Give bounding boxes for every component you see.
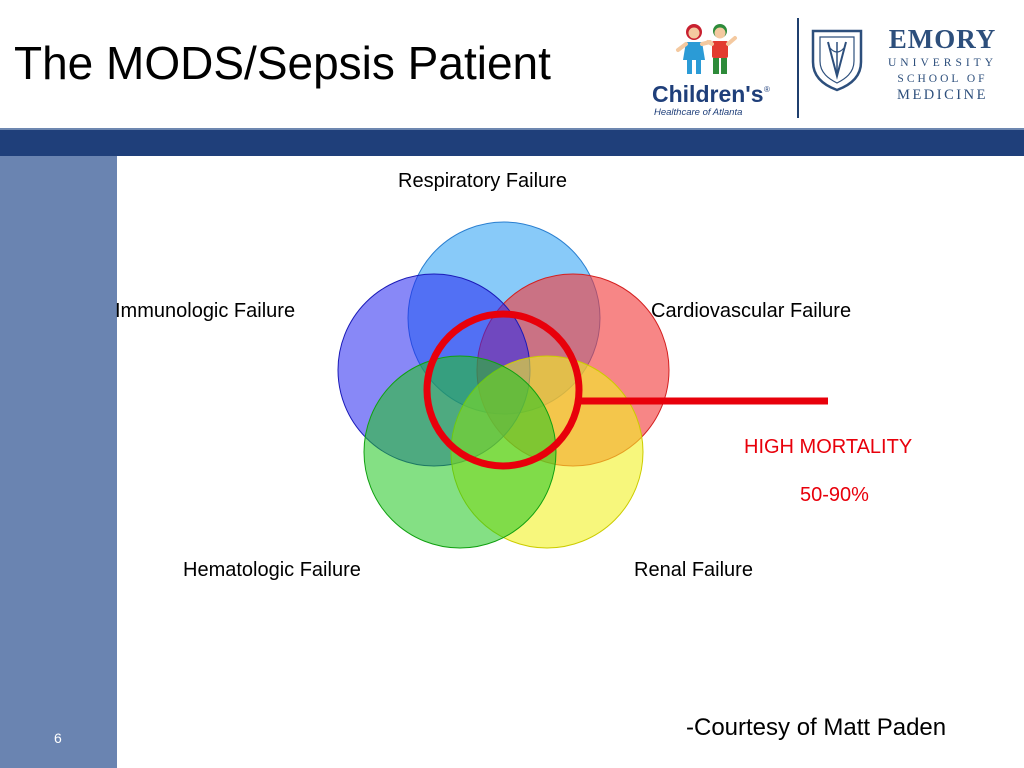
childrens-logo-name: Children's bbox=[652, 81, 764, 107]
courtesy-credit: -Courtesy of Matt Paden bbox=[686, 714, 947, 741]
mortality-range-label: 50-90% bbox=[800, 484, 869, 506]
registered-mark: ® bbox=[764, 85, 770, 94]
respiratory-failure-label: Respiratory Failure bbox=[398, 170, 567, 192]
high-mortality-highlight-ring bbox=[423, 310, 583, 470]
kids-figures-icon bbox=[676, 24, 737, 74]
emory-shield-icon bbox=[811, 29, 863, 92]
high-mortality-label: HIGH MORTALITY bbox=[744, 436, 913, 458]
childrens-logo-subtitle: Healthcare of Atlanta bbox=[654, 107, 742, 118]
header-band bbox=[0, 130, 1024, 156]
logo-divider bbox=[797, 18, 799, 118]
emory-logo: EMORY UNIVERSITY SCHOOL OF MEDICINE bbox=[880, 26, 1005, 104]
page-number: 6 bbox=[54, 730, 62, 746]
immunologic-failure-label: Immunologic Failure bbox=[115, 300, 296, 322]
slide-title: The MODS/Sepsis Patient bbox=[14, 37, 551, 89]
header-band-highlight bbox=[0, 128, 1024, 130]
emory-logo-name: EMORY bbox=[888, 24, 997, 54]
left-sidebar-band bbox=[0, 156, 117, 768]
emory-logo-university: UNIVERSITY bbox=[888, 57, 997, 69]
childrens-healthcare-logo: Children's ® Healthcare of Atlanta bbox=[652, 24, 770, 118]
cardiovascular-failure-label: Cardiovascular Failure bbox=[651, 300, 852, 322]
emory-logo-school: SCHOOL OF bbox=[897, 72, 988, 85]
hematologic-failure-label: Hematologic Failure bbox=[183, 559, 361, 581]
renal-failure-label: Renal Failure bbox=[634, 559, 753, 581]
emory-logo-medicine: MEDICINE bbox=[897, 87, 988, 104]
